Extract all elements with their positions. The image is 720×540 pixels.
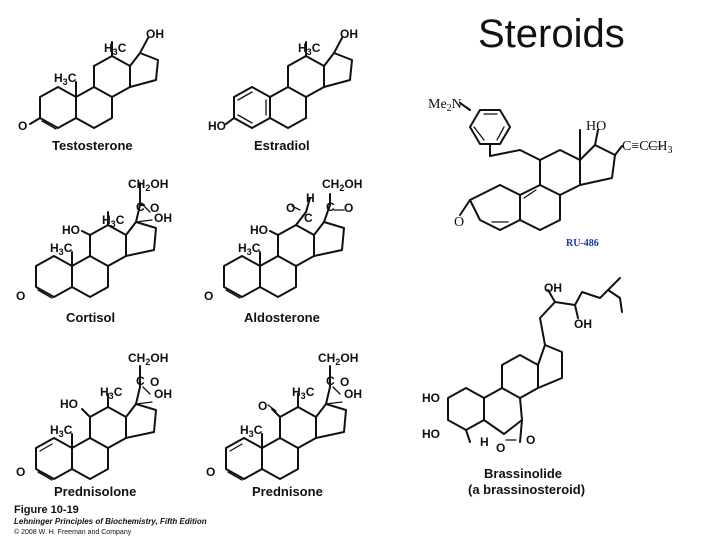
molecule-name: Prednisone: [252, 484, 323, 499]
figure-source: Lehninger Principles of Biochemistry, Fi…: [14, 517, 207, 526]
oh-label: OH: [574, 317, 592, 331]
ho-label: HO: [62, 223, 80, 237]
h-label: H: [480, 435, 489, 449]
oh-label: OH: [154, 211, 172, 225]
methyl-label: H3C: [298, 41, 321, 57]
aldehyde-o: O: [286, 201, 295, 215]
ho-label: HO: [422, 391, 440, 405]
methyl-label: H3C: [104, 41, 127, 57]
ch2oh-label: CH2OH: [128, 177, 168, 193]
molecule-name: Prednisolone: [54, 484, 136, 499]
lactone-o: O: [526, 433, 535, 447]
prednisone-structure: CH2OH C O OH O H3C H3C O Prednisone: [206, 351, 362, 499]
aldosterone-structure: CH2OH H O C C O HO H3C O Aldosterone: [204, 177, 362, 325]
carbonyl-c: C: [326, 374, 335, 388]
estradiol-structure: OH H3C HO Estradiol: [208, 27, 358, 153]
brassinolide-structure: HO HO H O O OH OH Brassinolide (a brassi…: [422, 277, 623, 497]
alkyne-label: C≡C—: [622, 139, 664, 154]
keto-label: O: [206, 465, 215, 479]
ho-label: HO: [586, 119, 606, 134]
methyl-label: H3C: [100, 385, 123, 401]
carbonyl-o: O: [496, 441, 505, 455]
methyl-label: H3C: [50, 423, 73, 439]
carbonyl-o: O: [340, 375, 349, 389]
molecule-name: Estradiol: [254, 138, 310, 153]
keto-label: O: [204, 289, 213, 303]
ho-label: HO: [208, 119, 226, 133]
carbonyl-c: C: [136, 200, 145, 214]
molecule-name: Aldosterone: [244, 310, 320, 325]
carbonyl-o: O: [344, 201, 353, 215]
keto-label: O: [16, 465, 25, 479]
oh-label: OH: [544, 281, 562, 295]
me2n-label: Me2N: [428, 97, 462, 114]
oh-label: OH: [340, 27, 358, 41]
carbonyl-c: C: [136, 374, 145, 388]
methyl-label: H3C: [240, 423, 263, 439]
aldehyde-h: H: [306, 191, 315, 205]
molecule-name: Brassinolide: [484, 466, 562, 481]
keto-label: O: [18, 119, 27, 133]
methyl-label: H3C: [238, 241, 261, 257]
keto-label: O: [454, 215, 464, 230]
molecule-name: RU-486: [566, 238, 599, 249]
ho-label: HO: [422, 427, 440, 441]
ho-label: HO: [60, 397, 78, 411]
prednisolone-structure: CH2OH C O OH HO H3C H3C O Prednisolone: [16, 351, 172, 499]
carbonyl-o: O: [150, 375, 159, 389]
ru486-structure: Me2N HO C≡C— CH3 O RU-486: [428, 97, 672, 249]
figure-copyright: © 2008 W. H. Freeman and Company: [14, 529, 132, 536]
molecule-name: Testosterone: [52, 138, 133, 153]
ch2oh-label: CH2OH: [318, 351, 358, 367]
keto-label: O: [258, 399, 267, 413]
oh-label: OH: [344, 387, 362, 401]
ch3-label: CH3: [648, 139, 672, 156]
oh-label: OH: [146, 27, 164, 41]
ch2oh-label: CH2OH: [128, 351, 168, 367]
ho-label: HO: [250, 223, 268, 237]
figure-number: Figure 10-19: [14, 504, 79, 516]
molecule-name: Cortisol: [66, 310, 115, 325]
aldehyde-c: C: [304, 211, 313, 225]
molecule-subtitle: (a brassinosteroid): [468, 482, 585, 497]
methyl-label: H3C: [50, 241, 73, 257]
oh-label: OH: [154, 387, 172, 401]
methyl-label: H3C: [292, 385, 315, 401]
testosterone-structure: OH H3C H3C O Testosterone: [18, 27, 164, 153]
ch2oh-label: CH2OH: [322, 177, 362, 193]
keto-label: O: [16, 289, 25, 303]
slide-title: Steroids: [478, 12, 625, 56]
carbonyl-c: C: [326, 200, 335, 214]
methyl-label: H3C: [54, 71, 77, 87]
cortisol-structure: CH2OH C O OH HO H3C H3C O Cortisol: [16, 177, 172, 325]
methyl-label: H3C: [102, 213, 125, 229]
carbonyl-o: O: [150, 201, 159, 215]
